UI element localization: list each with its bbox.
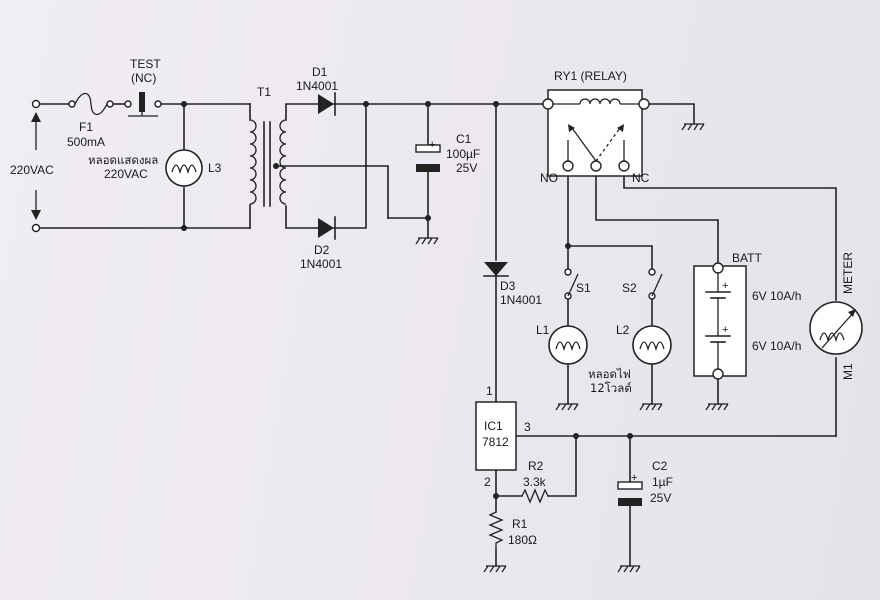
switch-s2[interactable]	[648, 268, 663, 300]
meter-m1	[809, 301, 863, 355]
ic1-pin2: 2	[484, 475, 491, 489]
ground-icon	[681, 123, 705, 131]
f1-label: F1	[79, 120, 93, 134]
wires	[37, 103, 837, 567]
t1-label: T1	[257, 85, 271, 99]
l3-caption-thai: หลอดแสดงผล	[88, 153, 158, 167]
test-nc-label: (NC)	[131, 71, 156, 85]
l3-label: L3	[208, 161, 222, 175]
r2-label: R2	[528, 459, 544, 473]
relay-no-label: NO	[540, 171, 558, 185]
input-terminals	[31, 99, 41, 233]
ground-icon	[617, 565, 641, 573]
d1-part: 1N4001	[296, 79, 338, 93]
relay-label: RY1 (RELAY)	[554, 69, 627, 83]
d3-label: D3	[500, 279, 516, 293]
c2-label: C2	[652, 459, 668, 473]
f1-value: 500mA	[67, 135, 105, 149]
batt-cell-2: 6V 10A/h	[752, 339, 801, 353]
resistor-r1	[488, 511, 504, 550]
r1-label: R1	[512, 517, 528, 531]
c2-voltage: 25V	[650, 491, 671, 505]
ground-icon	[415, 237, 439, 245]
l3-caption-voltage: 220VAC	[104, 167, 148, 181]
m1-label: M1	[841, 363, 855, 380]
c2-capacitance: 1µF	[652, 475, 673, 489]
c1-plus: +	[429, 139, 435, 151]
input-voltage-label: 220VAC	[10, 163, 54, 177]
test-switch[interactable]	[124, 92, 162, 117]
ground-icon	[705, 403, 729, 411]
lamp-l3	[165, 149, 203, 187]
r1-value: 180Ω	[508, 533, 537, 547]
capacitor-c1	[415, 144, 441, 172]
ground-icon	[639, 403, 663, 411]
diode-d1	[318, 92, 336, 116]
ic1-pin1: 1	[486, 384, 493, 398]
resistor-r2	[521, 488, 549, 504]
fuse-f1	[68, 92, 114, 116]
lamp-caption-thai: หลอดไฟ	[588, 367, 631, 381]
c1-voltage: 25V	[456, 161, 477, 175]
ic1-part: 7812	[482, 435, 509, 449]
d3-part: 1N4001	[500, 293, 542, 307]
ic1-pin3: 3	[524, 420, 531, 434]
lamp-caption-voltage: 12โวลต์	[590, 381, 632, 395]
d2-part: 1N4001	[300, 257, 342, 271]
capacitor-c2	[617, 481, 643, 506]
transformer-t1	[249, 119, 287, 207]
relay-nc-label: NC	[632, 171, 650, 185]
ic1-label: IC1	[484, 419, 503, 433]
lamp-l1	[548, 325, 588, 365]
ground-icon	[483, 565, 507, 573]
lamp-l2	[632, 325, 672, 365]
l2-label: L2	[616, 323, 630, 337]
c1-label: C1	[456, 132, 472, 146]
d1-label: D1	[312, 65, 328, 79]
c2-plus: +	[631, 472, 637, 484]
battery-batt	[693, 262, 747, 380]
relay-ry1	[542, 89, 650, 177]
l1-label: L1	[536, 323, 550, 337]
batt-cell-1: 6V 10A/h	[752, 289, 801, 303]
diode-d2	[318, 216, 336, 240]
meter-label: METER	[841, 252, 855, 294]
diode-d3	[483, 262, 509, 277]
regulator-ic1	[475, 401, 517, 471]
switch-s1[interactable]	[564, 268, 579, 300]
batt-plus-1: +	[722, 280, 728, 292]
s2-label: S2	[622, 281, 637, 295]
junction-dots	[181, 101, 633, 499]
r2-value: 3.3k	[523, 475, 547, 489]
ground-icon	[555, 403, 579, 411]
d2-label: D2	[314, 243, 330, 257]
c1-capacitance: 100µF	[446, 147, 480, 161]
test-label: TEST	[130, 57, 161, 71]
s1-label: S1	[576, 281, 591, 295]
batt-plus-2: +	[722, 324, 728, 336]
ground-symbols	[415, 123, 729, 573]
batt-label: BATT	[732, 251, 762, 265]
